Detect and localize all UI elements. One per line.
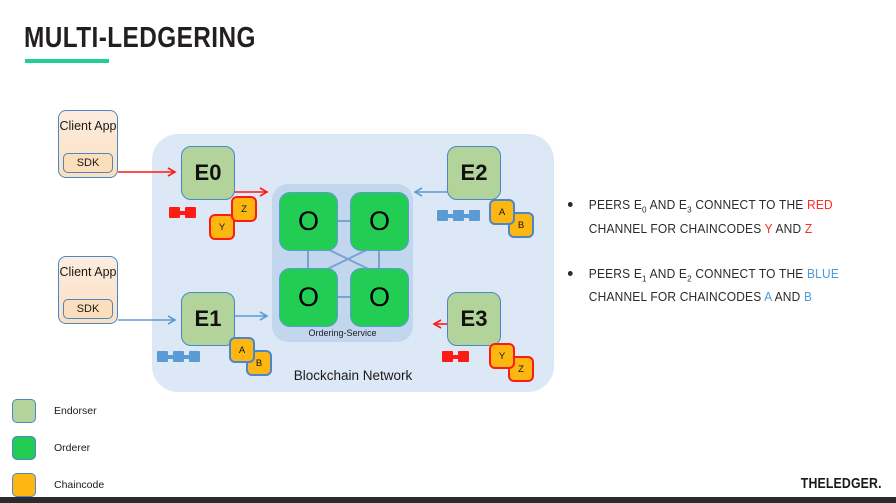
- arrow-e1-to-ordering-icon: [234, 311, 269, 321]
- client-app-1-title: Client App: [59, 119, 117, 133]
- bullet-2-chaincode-b: B: [803, 290, 813, 305]
- footer-brand: THELEDGER.: [801, 475, 882, 492]
- arrow-e2-to-ordering-icon: [413, 187, 450, 197]
- bullet-2-mid-b: CONNECT TO THE: [691, 266, 807, 281]
- bullet-2-channel-name: BLUE: [806, 266, 840, 281]
- orderer-link-top: [336, 220, 351, 222]
- legend-label-chaincode: Chaincode: [54, 478, 105, 491]
- bullet-1-chaincode-a: Y: [764, 221, 773, 236]
- orderer-node-4[interactable]: O: [350, 268, 409, 327]
- bullet-2-peer-a-sub: 1: [642, 273, 647, 284]
- legend-swatch-endorser-icon: [12, 398, 36, 423]
- bullet-1-prefix: PEERS E: [588, 198, 642, 212]
- bullet-2-after-channel: CHANNEL FOR CHAINCODES: [588, 290, 765, 305]
- orderer-node-1[interactable]: O: [279, 192, 338, 251]
- bullet-2-joiner: AND: [771, 290, 804, 305]
- bullet-2-chaincode-a: A: [764, 290, 772, 305]
- legend-item-orderer: Orderer: [12, 429, 187, 466]
- orderer-link-right: [378, 249, 380, 269]
- client-app-2-sdk[interactable]: SDK: [63, 299, 113, 319]
- footer-bar: [0, 497, 896, 503]
- arrow-client1-to-e0-icon: [118, 167, 177, 177]
- ledger-chain-icon-e3: [442, 351, 469, 362]
- client-app-2[interactable]: Client App SDK: [58, 256, 118, 324]
- arrow-client2-to-e1-icon: [118, 315, 177, 325]
- title-accent-underline: [25, 59, 109, 63]
- bullet-1-chaincode-b: Z: [804, 221, 813, 236]
- bullet-dot-icon: [567, 270, 573, 276]
- bullet-1-joiner: AND: [772, 221, 805, 236]
- ledger-chain-icon-e0: [169, 207, 196, 218]
- endorser-node-e1[interactable]: E1: [181, 292, 235, 346]
- ledger-chain-icon-e2: [437, 210, 480, 221]
- legend-swatch-orderer-icon: [12, 435, 36, 460]
- ordering-service-label: Ordering-Service: [308, 328, 377, 338]
- legend-item-chaincode: Chaincode: [12, 466, 187, 503]
- bullet-dot-icon: [567, 202, 573, 207]
- bullet-1-mid-a: AND E: [646, 198, 688, 212]
- legend-label-endorser: Endorser: [54, 404, 97, 417]
- chaincode-e3-z[interactable]: Z: [508, 356, 534, 382]
- arrow-e0-to-ordering-icon: [234, 187, 269, 197]
- bullet-1-peer-a-sub: 0: [642, 204, 647, 215]
- bullet-1-peer-b-sub: 3: [687, 204, 692, 215]
- legend-label-orderer: Orderer: [54, 441, 91, 454]
- legend-swatch-chaincode-icon: [12, 472, 36, 497]
- chaincode-e0-y[interactable]: Y: [209, 214, 235, 240]
- bullet-2-peer-b-sub: 2: [687, 273, 692, 284]
- bullet-1-after-channel: CHANNEL FOR CHAINCODES: [588, 221, 765, 236]
- chaincode-e1-a[interactable]: A: [229, 337, 255, 363]
- bullet-2-prefix: PEERS E: [588, 266, 642, 281]
- legend-item-endorser: Endorser: [12, 392, 187, 429]
- bullet-item-blue-channel: PEERS E1 AND E2 CONNECT TO THE BLUE CHAN…: [566, 265, 870, 308]
- legend: Endorser Orderer Chaincode: [12, 392, 187, 503]
- endorser-node-e2[interactable]: E2: [447, 146, 501, 200]
- bullet-list: PEERS E0 AND E3 CONNECT TO THE RED CHANN…: [566, 196, 886, 333]
- client-app-1[interactable]: Client App SDK: [58, 110, 118, 178]
- orderer-node-2[interactable]: O: [350, 192, 409, 251]
- bullet-2-mid-a: AND E: [646, 266, 688, 281]
- orderer-link-left: [307, 249, 309, 269]
- blockchain-network-label: Blockchain Network: [293, 368, 413, 383]
- chaincode-e2-a[interactable]: A: [489, 199, 515, 225]
- endorser-node-e0[interactable]: E0: [181, 146, 235, 200]
- bullet-item-red-channel: PEERS E0 AND E3 CONNECT TO THE RED CHANN…: [566, 196, 870, 239]
- chaincode-e0-z[interactable]: Z: [231, 196, 257, 222]
- orderer-link-bottom: [336, 296, 351, 298]
- chaincode-e3-y[interactable]: Y: [489, 343, 515, 369]
- page-title: MULTI-LEDGERING: [24, 22, 256, 54]
- client-app-1-sdk[interactable]: SDK: [63, 153, 113, 173]
- ledger-chain-icon-e1: [157, 351, 200, 362]
- endorser-node-e3[interactable]: E3: [447, 292, 501, 346]
- bullet-1-channel-name: RED: [806, 198, 833, 212]
- bullet-1-mid-b: CONNECT TO THE: [691, 198, 807, 212]
- orderer-node-3[interactable]: O: [279, 268, 338, 327]
- client-app-2-title: Client App: [59, 265, 117, 279]
